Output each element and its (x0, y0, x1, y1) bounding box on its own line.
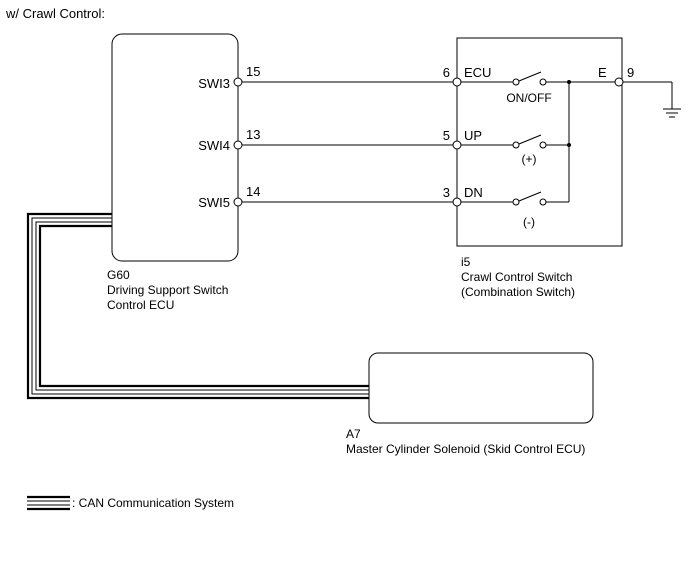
junction-dot-top (567, 80, 571, 84)
ground-icon (663, 108, 681, 118)
contact-dn-label: (-) (523, 215, 535, 229)
can-legend-icon (27, 495, 70, 511)
switch-pin-e-label: E (598, 65, 607, 80)
ecu-pin-swi5-terminal (233, 197, 243, 207)
ecu-pin-swi4-terminal (233, 140, 243, 150)
skid-ecu-code: A7 (346, 427, 361, 441)
ecu-pin-13-number: 13 (246, 127, 260, 142)
switch-code: i5 (461, 255, 471, 269)
contact-dn-moving (539, 198, 547, 206)
switch-pin-9-number: 9 (627, 65, 634, 80)
skid-ecu-name: Master Cylinder Solenoid (Skid Control E… (346, 442, 585, 456)
contact-up-blade (518, 134, 542, 145)
ecu-name-line2: Control ECU (107, 298, 174, 312)
switch-pin-up-terminal (452, 140, 462, 150)
ecu-pin-swi5-label: SWI5 (198, 195, 230, 210)
can-legend-label: : CAN Communication System (72, 496, 234, 510)
skid-ecu-box (368, 352, 594, 424)
switch-pin-ecu-terminal (452, 77, 462, 87)
ecu-name-line1: Driving Support Switch (107, 283, 228, 297)
switch-pin-dn-terminal (452, 197, 462, 207)
switch-pin-3-number: 3 (443, 185, 450, 200)
contact-dn-blade (518, 191, 542, 202)
ecu-pin-swi3-terminal (233, 77, 243, 87)
contact-onoff-blade (518, 71, 542, 82)
contact-up-fixed (512, 141, 520, 149)
junction-dot-mid (567, 143, 571, 147)
switch-name-line1: Crawl Control Switch (461, 270, 572, 284)
ecu-pin-swi4-label: SWI4 (198, 138, 230, 153)
switch-pin-e-terminal (614, 77, 624, 87)
diagram-title: w/ Crawl Control: (5, 6, 105, 21)
switch-pin-5-number: 5 (443, 128, 450, 143)
switch-pin-dn-label: DN (464, 185, 483, 200)
contact-onoff-fixed (512, 78, 520, 86)
switch-pin-6-number: 6 (443, 65, 450, 80)
contact-onoff-moving (539, 78, 547, 86)
contact-up-label: (+) (522, 152, 537, 166)
switch-pin-ecu-label: ECU (464, 65, 491, 80)
ecu-code: G60 (107, 268, 130, 282)
ecu-pin-14-number: 14 (246, 184, 260, 199)
ecu-pin-swi3-label: SWI3 (198, 76, 230, 91)
switch-pin-up-label: UP (464, 128, 482, 143)
contact-onoff-label: ON/OFF (506, 91, 551, 105)
ecu-pin-15-number: 15 (246, 64, 260, 79)
can-bus-lines (26, 212, 369, 400)
switch-name-line2: (Combination Switch) (461, 285, 575, 299)
contact-up-moving (539, 141, 547, 149)
contact-dn-fixed (512, 198, 520, 206)
